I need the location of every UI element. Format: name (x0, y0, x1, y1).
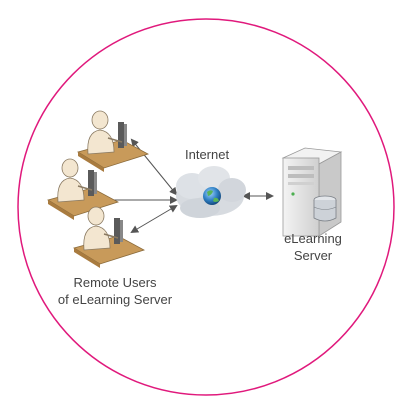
user-at-desk-icon (77, 110, 150, 172)
user-at-desk-icon (47, 158, 120, 220)
database-icon (313, 195, 337, 222)
server-label-line-1: eLearning (284, 231, 342, 246)
connection-arrow-user-3 (130, 204, 178, 234)
user-at-desk-icon (73, 206, 146, 268)
server-label-line-2: Server (293, 248, 333, 263)
boundary-circle (17, 18, 395, 396)
remote-users-label: Remote Users of eLearning Server (40, 274, 190, 308)
remote-users-label-line-1: Remote Users (73, 275, 157, 290)
globe-icon (203, 187, 221, 205)
server-tower-icon (281, 147, 343, 237)
server-label: eLearning Server (268, 230, 358, 264)
connection-arrow-user-1 (130, 138, 178, 196)
internet-label: Internet (185, 147, 230, 162)
remote-users-label-line-2: of eLearning Server (57, 292, 173, 307)
